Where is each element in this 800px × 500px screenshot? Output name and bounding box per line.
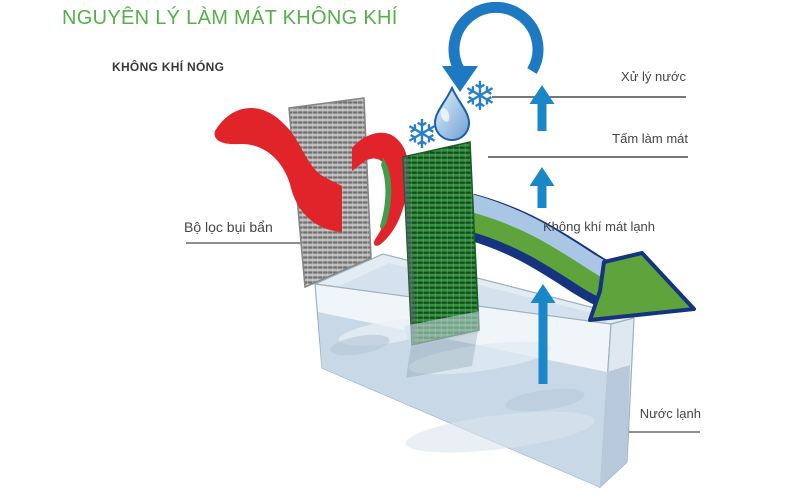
- cool-arrowhead: [588, 251, 696, 322]
- cooling-pad-reflection: [406, 331, 478, 378]
- label-hot-air: KHÔNG KHÍ NÓNG: [112, 60, 225, 74]
- hot-air-ribbon: [214, 107, 409, 246]
- snowflake-icon: ❄: [405, 112, 439, 158]
- label-water-treatment: Xử lý nước: [621, 69, 686, 84]
- up-arrow-water-treatment: [529, 85, 555, 131]
- label-cooling-pad: Tấm làm mát: [612, 131, 688, 146]
- hot-air-ribbon-left: [214, 107, 342, 232]
- up-arrow-tank: [530, 284, 556, 384]
- circular-arrow-icon: [442, 1, 544, 92]
- circular-arrow-head: [442, 66, 478, 92]
- label-dust-filter: Bộ lọc bụi bẩn: [184, 219, 273, 235]
- water-drop-icon: [433, 85, 471, 141]
- circular-arrow-arc: [448, 1, 544, 74]
- label-cool-air: Không khí mát lạnh: [543, 219, 656, 234]
- page-title: NGUYÊN LÝ LÀM MÁT KHÔNG KHÍ: [62, 7, 398, 29]
- cooling-pad-waterline-wash: [404, 311, 480, 348]
- cooling-pad-panel: [402, 141, 480, 378]
- cool-air-arrow: [461, 193, 696, 322]
- hot-air-ribbon-right: [352, 132, 409, 246]
- snowflake-icon: ❄: [463, 74, 497, 120]
- up-arrows: [529, 85, 556, 384]
- up-arrow-cooling-pad: [529, 167, 555, 208]
- tank-water-right: [600, 365, 630, 487]
- water-tank: [312, 253, 635, 489]
- cooling-pad-side-edge: [403, 156, 417, 345]
- label-cold-water: Nước lạnh: [639, 406, 701, 421]
- hot-air-ribbon-green-streak: [380, 158, 392, 229]
